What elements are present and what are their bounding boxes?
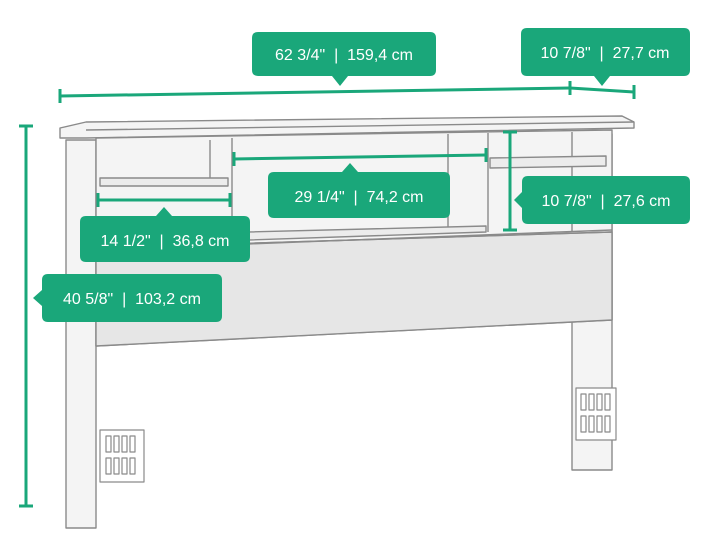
left-leg — [65, 139, 97, 529]
label-opening-height: 10 7/8" | 27,6 cm — [514, 176, 690, 224]
overall-height-text: 40 5/8" | 103,2 cm — [63, 291, 201, 308]
label-cubby-width: 14 1/2" | 36,8 cm — [80, 207, 250, 262]
label-overall-height: 40 5/8" | 103,2 cm — [33, 274, 222, 322]
opening-height-text: 10 7/8" | 27,6 cm — [541, 193, 670, 210]
overall-width-line — [59, 86, 571, 98]
middle-width-text: 29 1/4" | 74,2 cm — [294, 189, 423, 206]
overall-depth-line — [569, 86, 635, 94]
label-overall-depth: 10 7/8" | 27,7 cm — [521, 28, 690, 86]
cubby-width-text: 14 1/2" | 36,8 cm — [100, 233, 229, 250]
middle-width-line — [233, 153, 487, 161]
overall-depth-text: 10 7/8" | 27,7 cm — [540, 45, 669, 62]
label-middle-width: 29 1/4" | 74,2 cm — [268, 163, 450, 218]
overall-width-text: 62 3/4" | 159,4 cm — [275, 47, 413, 64]
vent-icon-left — [99, 429, 145, 483]
label-overall-width: 62 3/4" | 159,4 cm — [252, 32, 436, 86]
vent-icon-right — [575, 387, 617, 441]
top-crown — [59, 115, 635, 139]
dimension-lines — [19, 81, 636, 508]
